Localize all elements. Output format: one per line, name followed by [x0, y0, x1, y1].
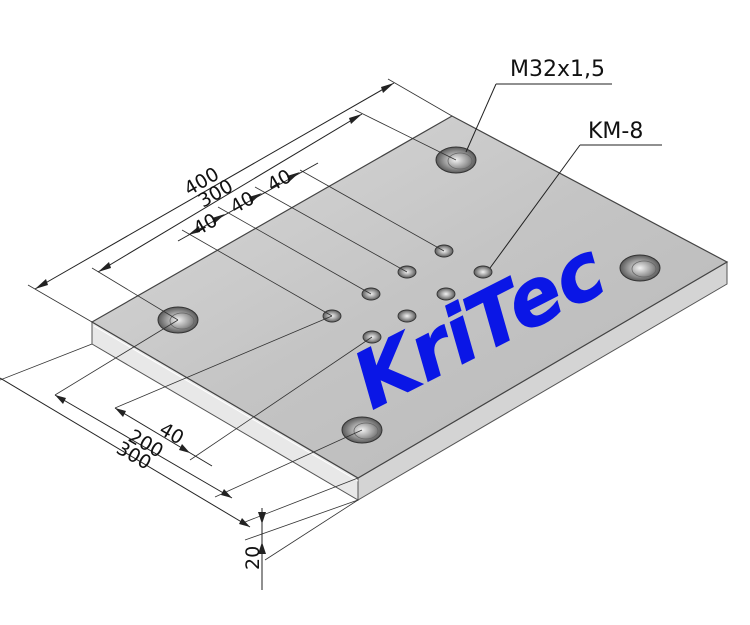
- top-extension-lines: [27, 78, 457, 323]
- thread-label-m32: M32x1,5: [510, 57, 605, 82]
- hole-km8: [436, 287, 456, 301]
- leader-lines: [465, 83, 662, 269]
- hole-m32-right: [619, 254, 661, 282]
- plate: [90, 115, 729, 501]
- dim-20: 20: [242, 546, 264, 570]
- hole-km8: [473, 265, 493, 279]
- thickness-dimension: [244, 477, 359, 590]
- thread-label-km8: KM-8: [588, 119, 643, 144]
- hole-km8: [397, 309, 417, 323]
- side-extension-lines: [0, 315, 373, 541]
- side-dimension-lines: [0, 377, 251, 528]
- top-dimension-lines: [34, 82, 395, 290]
